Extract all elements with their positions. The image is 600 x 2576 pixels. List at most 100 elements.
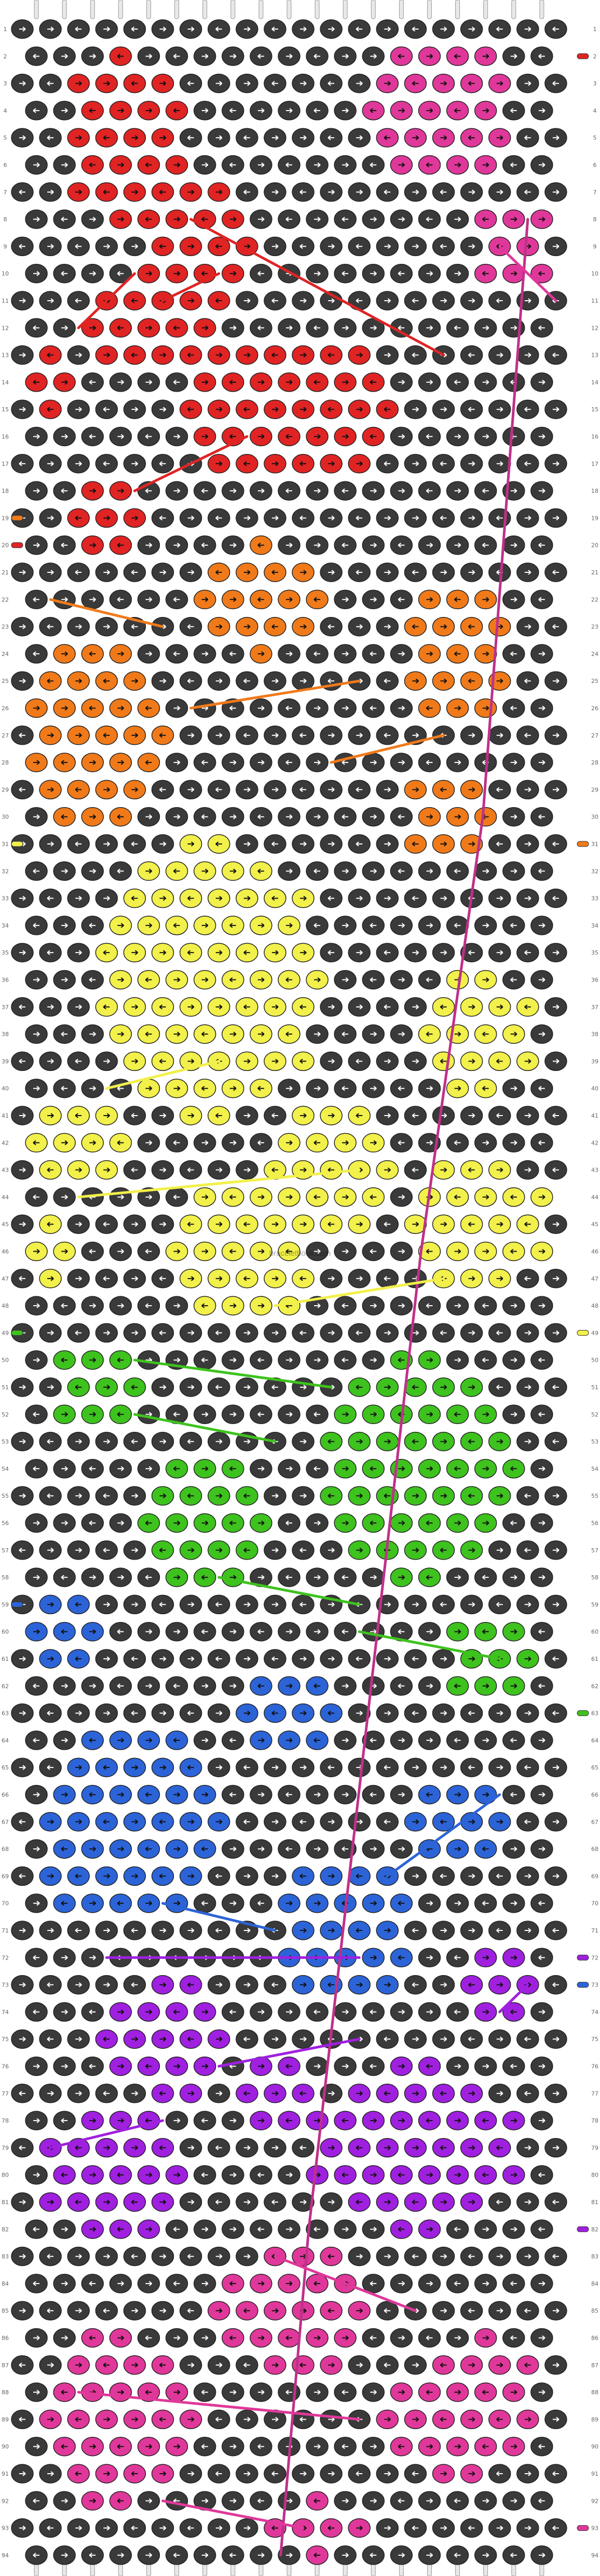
row-number-left: 88 bbox=[2, 2389, 9, 2396]
knot bbox=[250, 209, 272, 229]
knot bbox=[151, 562, 174, 582]
knot bbox=[39, 1703, 62, 1723]
knot bbox=[67, 1594, 90, 1615]
knot bbox=[502, 2274, 525, 2293]
row-number-left: 16 bbox=[2, 434, 9, 440]
knot bbox=[25, 1133, 48, 1153]
knot bbox=[544, 1703, 567, 1723]
knot bbox=[530, 698, 553, 718]
knot bbox=[474, 101, 497, 120]
knot bbox=[488, 1486, 511, 1506]
knot bbox=[193, 2002, 216, 2022]
knot bbox=[151, 73, 174, 93]
knot bbox=[53, 1893, 76, 1913]
knot bbox=[236, 291, 258, 311]
knot bbox=[446, 1404, 469, 1425]
knot bbox=[236, 2192, 258, 2212]
knot bbox=[11, 1160, 34, 1180]
row-number-left: 51 bbox=[2, 1384, 9, 1391]
knot bbox=[544, 2301, 567, 2320]
knot bbox=[151, 399, 174, 419]
knot bbox=[11, 1703, 34, 1723]
knot bbox=[488, 726, 511, 745]
knot bbox=[53, 263, 76, 284]
knot bbox=[25, 2382, 48, 2402]
knot bbox=[348, 2464, 371, 2484]
knot bbox=[137, 1676, 160, 1696]
knot bbox=[25, 589, 48, 610]
knot bbox=[236, 562, 258, 582]
knot bbox=[516, 834, 539, 854]
knot bbox=[530, 155, 553, 175]
knot bbox=[320, 345, 343, 365]
knot bbox=[151, 1649, 174, 1669]
knot bbox=[137, 861, 160, 881]
knot bbox=[544, 236, 567, 257]
knot bbox=[334, 263, 357, 284]
knot bbox=[376, 1431, 399, 1452]
knot bbox=[320, 236, 343, 257]
knot bbox=[123, 2192, 146, 2212]
knot bbox=[165, 1024, 188, 1044]
knot bbox=[334, 1241, 357, 1262]
knot bbox=[179, 1377, 202, 1397]
knot bbox=[530, 2056, 553, 2076]
knot bbox=[502, 644, 525, 664]
knot bbox=[81, 644, 104, 664]
knot bbox=[432, 1160, 455, 1180]
row-number-right: 84 bbox=[591, 2280, 598, 2287]
knot bbox=[67, 1160, 90, 1180]
row-number-left: 53 bbox=[2, 1439, 9, 1445]
knot bbox=[404, 399, 427, 419]
row-number-right: 46 bbox=[591, 1249, 598, 1255]
knot bbox=[544, 2518, 567, 2538]
knot bbox=[250, 2436, 272, 2457]
knot bbox=[123, 2464, 146, 2484]
knot bbox=[474, 1133, 497, 1153]
knot bbox=[165, 1404, 188, 1425]
knot bbox=[502, 209, 525, 229]
knot bbox=[432, 2084, 455, 2103]
knot bbox=[137, 1513, 160, 1533]
knot bbox=[432, 182, 455, 202]
knot bbox=[207, 780, 230, 800]
knot bbox=[53, 1839, 76, 1859]
knot bbox=[376, 2192, 399, 2212]
knot bbox=[165, 1730, 188, 1750]
knot bbox=[306, 1404, 329, 1425]
row-number-right: 63 bbox=[591, 1710, 598, 1717]
knot bbox=[39, 508, 62, 528]
knot bbox=[67, 671, 90, 691]
knot bbox=[348, 2246, 371, 2266]
knot bbox=[544, 2409, 567, 2430]
knot bbox=[39, 2301, 62, 2320]
knot bbox=[179, 2518, 202, 2538]
knot bbox=[123, 888, 146, 908]
knot bbox=[236, 1269, 258, 1289]
knot bbox=[39, 1051, 62, 1071]
knot bbox=[25, 155, 48, 175]
knot bbox=[109, 1567, 132, 1587]
row-number-right: 77 bbox=[591, 2090, 598, 2097]
edge-thread-marker bbox=[577, 841, 589, 847]
knot bbox=[207, 291, 230, 311]
knot bbox=[123, 780, 146, 800]
row-number-right: 28 bbox=[591, 759, 598, 766]
knot bbox=[109, 2056, 132, 2076]
knot bbox=[123, 726, 146, 745]
knot bbox=[123, 1431, 146, 1452]
knot bbox=[544, 1431, 567, 1452]
knot bbox=[474, 2111, 497, 2130]
knot bbox=[376, 2518, 399, 2538]
knot bbox=[123, 1214, 146, 1234]
knot bbox=[292, 182, 315, 202]
knot bbox=[165, 589, 188, 610]
knot bbox=[320, 1214, 343, 1234]
knot bbox=[530, 1513, 553, 1533]
row-number-right: 91 bbox=[591, 2471, 598, 2477]
knot bbox=[179, 1160, 202, 1180]
knot bbox=[179, 73, 202, 93]
knot bbox=[165, 1133, 188, 1153]
knot bbox=[320, 1866, 343, 1886]
knot bbox=[207, 2464, 230, 2484]
